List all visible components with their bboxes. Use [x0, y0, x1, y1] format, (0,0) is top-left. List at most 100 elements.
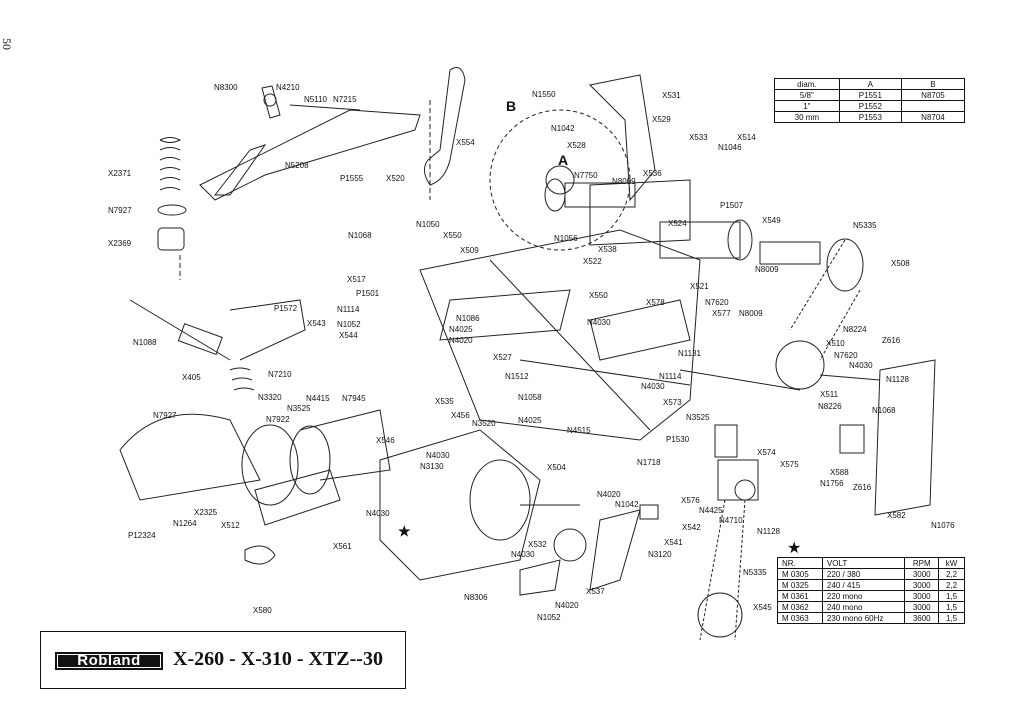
table-cell: M 0363: [777, 612, 823, 624]
part-label: N4425: [699, 506, 723, 515]
table-cell: M 0325: [777, 579, 823, 591]
part-label: X405: [182, 373, 201, 382]
part-label: X532: [528, 540, 547, 549]
table-header: diam.: [774, 78, 840, 90]
brand-logo: Robland: [55, 652, 163, 670]
part-label: N1086: [456, 314, 480, 323]
diameter-table: diam. A B 5/8" P1551 N8705 1" P1552 30 m…: [774, 78, 966, 123]
part-label: X527: [493, 353, 512, 362]
part-label: N1088: [133, 338, 157, 347]
table-row: 30 mm P1553 N8704: [774, 111, 966, 123]
table-cell: 1": [774, 100, 840, 112]
part-label: N5208: [285, 161, 309, 170]
part-label: X512: [221, 521, 240, 530]
part-label: X576: [681, 496, 700, 505]
part-label: N7210: [268, 370, 292, 379]
part-label: N5110: [304, 95, 328, 104]
part-label: X511: [820, 390, 839, 399]
part-label: X573: [663, 398, 682, 407]
table-cell: P1551: [838, 89, 902, 101]
part-label: N1550: [532, 90, 556, 99]
part-label: N3120: [648, 550, 672, 559]
part-label: N1056: [554, 234, 578, 243]
table-cell: 2,2: [938, 568, 965, 580]
table-cell: M 0361: [777, 590, 823, 602]
part-label: X561: [333, 542, 352, 551]
table-header: NR.: [777, 557, 823, 569]
part-label: X541: [664, 538, 683, 547]
table-header: VOLT: [821, 557, 906, 569]
table-row: M 0361 220 mono 3000 1,5: [777, 590, 965, 602]
part-label: X509: [460, 246, 479, 255]
part-label: N3320: [258, 393, 282, 402]
table-cell: 3000: [904, 568, 940, 580]
table-cell: P1553: [838, 111, 902, 123]
part-label: N8009: [612, 177, 636, 186]
part-label: X529: [652, 115, 671, 124]
table-row: M 0305 220 / 380 3000 2,2: [777, 568, 965, 580]
fence-arm: [199, 109, 421, 201]
motor-star-marker: ★: [787, 540, 802, 557]
right-bracket: [874, 359, 936, 516]
part-label: N1114: [337, 305, 360, 314]
part-label: N1058: [518, 393, 542, 402]
part-label: P12324: [128, 531, 156, 540]
table-cell: 220 / 380: [821, 568, 906, 580]
table-header: RPM: [904, 557, 940, 569]
part-label: X531: [662, 91, 681, 100]
hose: [299, 409, 391, 481]
part-label: N7620: [834, 351, 858, 360]
table-cell: 30 mm: [774, 111, 840, 123]
table-cell: P1552: [838, 100, 902, 112]
part-label: N8009: [755, 265, 779, 274]
part-label: N7215: [333, 95, 357, 104]
part-label: X522: [583, 257, 602, 266]
part-label: N1076: [931, 521, 955, 530]
part-label: X550: [443, 231, 462, 240]
part-label: P1501: [356, 289, 380, 298]
table-cell: N8704: [900, 111, 966, 123]
table-cell: 220 mono: [821, 590, 906, 602]
part-label: X549: [762, 216, 781, 225]
spring: [159, 137, 182, 191]
part-label: X517: [347, 275, 366, 284]
table-cell: 1,5: [938, 590, 965, 602]
marker-star: ★: [398, 523, 411, 539]
part-label: N1052: [537, 613, 561, 622]
table-cell: [900, 100, 966, 112]
part-label: N1128: [757, 527, 781, 536]
part-label: N4020: [597, 490, 621, 499]
motor-body: [379, 429, 541, 581]
part-label: N4515: [567, 426, 591, 435]
part-label: X544: [339, 331, 358, 340]
part-label: X580: [253, 606, 272, 615]
table-cell: 240 / 415: [821, 579, 906, 591]
part-label: N7620: [705, 298, 729, 307]
table-cell: 240 mono: [821, 601, 906, 613]
part-label: N7927: [153, 411, 177, 420]
part-label: Z616: [853, 483, 872, 492]
part-label: N4030: [849, 361, 873, 370]
part-label: N4025: [518, 416, 542, 425]
part-label: N1050: [416, 220, 440, 229]
part-label: X521: [690, 282, 709, 291]
table-cell: 3000: [904, 579, 940, 591]
table-header: B: [900, 78, 966, 90]
part-label: X510: [826, 339, 845, 348]
table-row: M 0363 230 mono 60Hz 3600 1,5: [777, 612, 965, 624]
model-title: X-260 - X-310 - XTZ--30: [173, 648, 383, 670]
part-label: N3525: [686, 413, 710, 422]
part-label: N1042: [551, 124, 575, 133]
part-label: P1572: [274, 304, 298, 313]
part-label: N1068: [348, 231, 372, 240]
part-label: N4210: [276, 83, 300, 92]
part-label: N4710: [719, 516, 743, 525]
part-label: X546: [376, 436, 395, 445]
part-label: X545: [753, 603, 772, 612]
part-label: X588: [830, 468, 849, 477]
part-label: N4030: [511, 550, 535, 559]
part-label: X533: [689, 133, 708, 142]
part-label: X577: [712, 309, 731, 318]
part-label: N1756: [820, 479, 844, 488]
table-cell: M 0305: [777, 568, 823, 580]
